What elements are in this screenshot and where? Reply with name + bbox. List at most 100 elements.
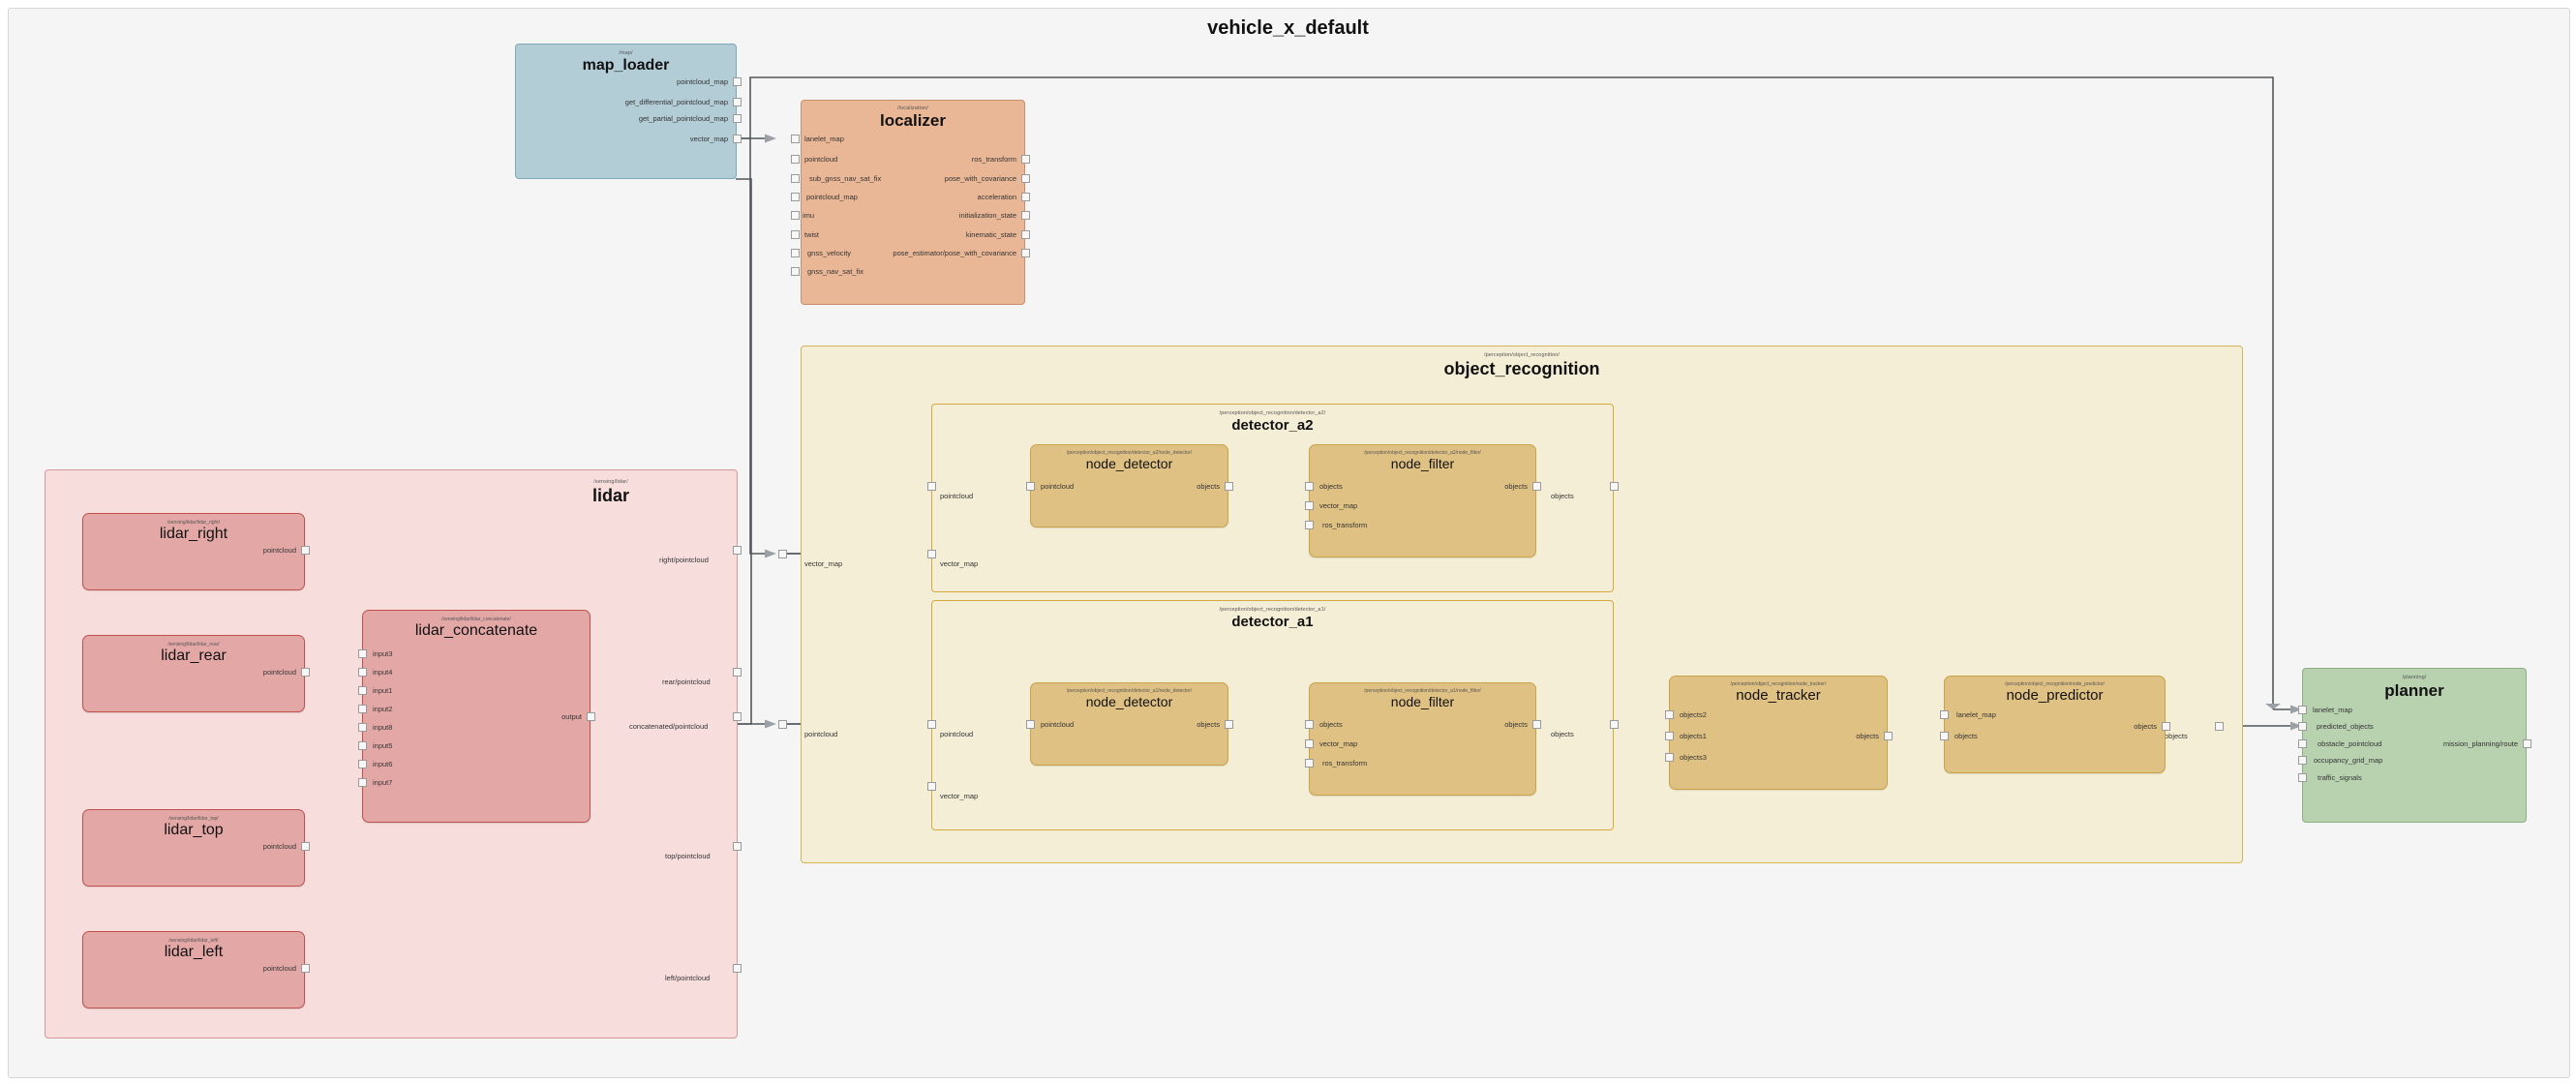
port-localizer-lanelet-map[interactable] (791, 135, 800, 143)
node-lidar-left[interactable]: /sensing/lidar/lidar_left/ lidar_left (82, 931, 305, 1009)
node-detector-a1-node-detector[interactable]: /perception/object_recognition/detector_… (1030, 682, 1228, 766)
port-localizer-sub-gnss-nav-sat-fix[interactable] (791, 174, 800, 183)
port-lidar-rear-pointcloud[interactable] (301, 668, 310, 677)
port-localizer-pointcloud-map[interactable] (791, 193, 800, 201)
port-lidar-top-pointcloud-out[interactable] (733, 842, 742, 851)
port-a2-node-filter-vector-map[interactable] (1305, 501, 1314, 510)
port-a1-node-detector-pointcloud[interactable] (1026, 720, 1035, 729)
port-node-predictor-objects[interactable] (1940, 732, 1949, 740)
port-planner-lanelet-map[interactable] (2298, 706, 2307, 714)
port-a1-node-detector-objects[interactable] (1225, 720, 1233, 729)
port-localizer-acceleration[interactable] (1021, 193, 1030, 201)
port-a1-node-filter-ros-transform[interactable] (1305, 759, 1314, 768)
node-detector-a1-node-filter[interactable]: /perception/object_recognition/detector_… (1309, 682, 1536, 796)
node-lidar-top[interactable]: /sensing/lidar/lidar_top/ lidar_top (82, 809, 305, 887)
node-detector-a2-node-filter[interactable]: /perception/object_recognition/detector_… (1309, 444, 1536, 557)
port-detector-a2-pointcloud-in[interactable] (927, 482, 936, 491)
port-lidar-right-pointcloud[interactable] (301, 546, 310, 555)
port-label-localizer-imu: imu (803, 211, 815, 220)
port-a1-node-filter-objects[interactable] (1305, 720, 1314, 729)
port-lidar-concatenate-output[interactable] (587, 712, 595, 721)
port-map-loader-get-partial-pointcloud-map[interactable] (733, 114, 742, 123)
port-map-loader-vector-map[interactable] (733, 135, 742, 143)
port-node-tracker-objects-out[interactable] (1884, 732, 1893, 740)
port-a2-node-detector-pointcloud[interactable] (1026, 482, 1035, 491)
port-lidar-concatenate-input3[interactable] (358, 649, 367, 658)
port-label-map-loader-get-differential-pointcloud-map: get_differential_pointcloud_map (624, 98, 728, 106)
port-lidar-concatenate-input7[interactable] (358, 778, 367, 787)
group-detector-a1[interactable]: /perception/object_recognition/detector_… (931, 600, 1614, 830)
detector-a2-title: detector_a2 (1231, 417, 1314, 434)
group-localizer[interactable]: /localization/ localizer (801, 100, 1025, 305)
port-lidar-top-pointcloud[interactable] (301, 842, 310, 851)
port-a2-node-filter-objects-out[interactable] (1532, 482, 1541, 491)
port-detector-a1-objects-out[interactable] (1610, 720, 1619, 729)
port-a1-node-filter-objects-out[interactable] (1532, 720, 1541, 729)
port-label-detector-a1-vector-map-in: vector_map (940, 792, 979, 800)
port-lidar-concatenate-input8[interactable] (358, 723, 367, 732)
port-a1-node-filter-vector-map[interactable] (1305, 739, 1314, 748)
node-lidar-concatenate[interactable]: /sensing/lidar/lidar_concatenate/ lidar_… (362, 610, 591, 823)
port-label-localizer-sub-gnss-nav-sat-fix: sub_gnss_nav_sat_fix (809, 174, 882, 183)
port-node-tracker-objects3[interactable] (1665, 753, 1674, 762)
port-planner-traffic-signals[interactable] (2298, 773, 2307, 782)
port-a2-node-filter-objects[interactable] (1305, 482, 1314, 491)
port-localizer-pose-estimator-pose-with-covariance[interactable] (1021, 249, 1030, 257)
planner-namespace: /planning/ (2402, 675, 2427, 680)
port-label-planner-occupancy-grid-map: occupancy_grid_map (2314, 756, 2383, 765)
port-localizer-kinematic-state[interactable] (1021, 230, 1030, 239)
port-planner-occupancy-grid-map[interactable] (2298, 756, 2307, 765)
port-node-tracker-objects2[interactable] (1665, 710, 1674, 719)
port-object-recognition-pointcloud-in[interactable] (778, 720, 787, 729)
port-planner-mission-planning-route[interactable] (2523, 739, 2531, 748)
port-localizer-gnss-nav-sat-fix[interactable] (791, 267, 800, 276)
port-label-planner-traffic-signals: traffic_signals (2318, 773, 2362, 782)
port-planner-predicted-objects[interactable] (2298, 722, 2307, 731)
port-object-recognition-vector-map-in[interactable] (778, 550, 787, 558)
port-planner-obstacle-pointcloud[interactable] (2298, 739, 2307, 748)
port-localizer-twist[interactable] (791, 230, 800, 239)
node-node-tracker[interactable]: /perception/object_recognition/node_trac… (1669, 676, 1888, 790)
port-node-predictor-objects-out[interactable] (2162, 722, 2170, 731)
port-lidar-concatenate-input1[interactable] (358, 686, 367, 695)
port-a2-node-filter-ros-transform[interactable] (1305, 521, 1314, 529)
group-map-loader[interactable]: /map/ map_loader (515, 44, 737, 179)
port-node-tracker-objects1[interactable] (1665, 732, 1674, 740)
port-lidar-concatenate-input2[interactable] (358, 705, 367, 713)
port-localizer-gnss-velocity[interactable] (791, 249, 800, 257)
port-localizer-imu[interactable] (791, 211, 800, 220)
port-map-loader-get-differential-pointcloud-map[interactable] (733, 98, 742, 106)
port-label-node-tracker-objects3: objects3 (1680, 753, 1707, 762)
port-object-recognition-objects-out[interactable] (2215, 722, 2224, 731)
port-lidar-concatenate-input6[interactable] (358, 760, 367, 768)
port-detector-a2-vector-map-in[interactable] (927, 550, 936, 558)
group-detector-a2[interactable]: /perception/object_recognition/detector_… (931, 404, 1614, 592)
port-map-loader-pointcloud-map[interactable] (733, 77, 742, 86)
port-a2-node-detector-objects[interactable] (1225, 482, 1233, 491)
port-lidar-concatenated-pointcloud-out[interactable] (733, 712, 742, 721)
port-localizer-pose-with-covariance[interactable] (1021, 174, 1030, 183)
port-label-object-recognition-vector-map-in: vector_map (804, 559, 843, 568)
port-lidar-left-pointcloud[interactable] (301, 964, 310, 973)
node-node-predictor[interactable]: /perception/object_recognition/node_pred… (1944, 676, 2166, 773)
group-planner[interactable]: /planning/ planner (2302, 668, 2527, 823)
port-label-lidar-right-pointcloud: pointcloud (262, 546, 296, 555)
object-recognition-namespace: /perception/object_recognition/ (1483, 352, 1560, 358)
port-detector-a1-pointcloud-in[interactable] (927, 720, 936, 729)
port-detector-a2-objects-out[interactable] (1610, 482, 1619, 491)
port-lidar-rear-pointcloud-out[interactable] (733, 668, 742, 677)
port-lidar-concatenate-input4[interactable] (358, 668, 367, 677)
port-localizer-ros-transform[interactable] (1021, 155, 1030, 164)
port-label-localizer-ros-transform: ros_transform (971, 155, 1016, 164)
detector-a1-namespace: /perception/object_recognition/detector_… (1219, 607, 1326, 613)
port-localizer-initialization-state[interactable] (1021, 211, 1030, 220)
port-detector-a1-vector-map-in[interactable] (927, 782, 936, 791)
port-node-predictor-lanelet-map[interactable] (1940, 710, 1949, 719)
node-lidar-right[interactable]: /sensing/lidar/lidar_right/ lidar_right (82, 513, 305, 590)
port-lidar-right-pointcloud-out[interactable] (733, 546, 742, 555)
detector-a1-node-filter-title: node_filter (1390, 694, 1455, 709)
port-lidar-left-pointcloud-out[interactable] (733, 964, 742, 973)
port-localizer-pointcloud[interactable] (791, 155, 800, 164)
port-lidar-concatenate-input5[interactable] (358, 741, 367, 750)
node-lidar-rear[interactable]: /sensing/lidar/lidar_rear/ lidar_rear (82, 635, 305, 712)
